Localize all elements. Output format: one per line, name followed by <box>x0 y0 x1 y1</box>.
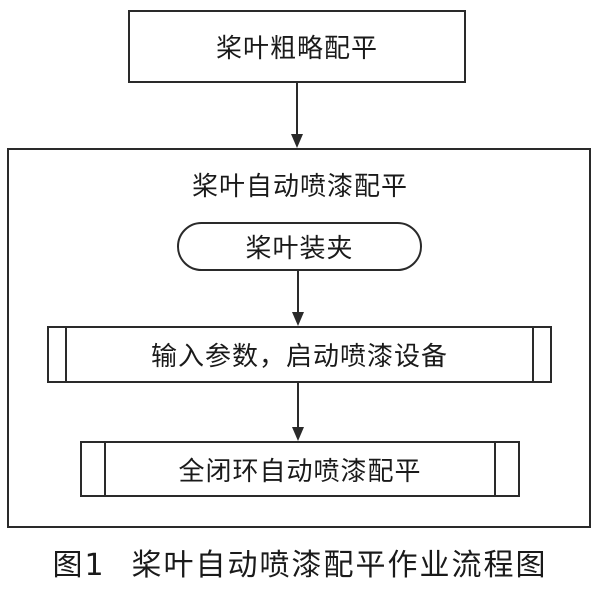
process-side-line-right <box>532 328 534 381</box>
step-rough-balancing: 桨叶粗略配平 <box>128 10 466 83</box>
step-input-parameters-label: 输入参数，启动喷漆设备 <box>150 342 448 372</box>
step-closed-loop-balancing: 全闭环自动喷漆配平 <box>80 441 520 497</box>
figure-title: 桨叶自动喷漆配平作业流程图 <box>131 548 548 583</box>
arrow-params-to-closedloop <box>297 383 299 428</box>
step-blade-clamping-label: 桨叶装夹 <box>245 234 354 264</box>
arrow-params-to-closedloop-head <box>292 427 304 441</box>
auto-balancing-title: 桨叶自动喷漆配平 <box>191 171 408 202</box>
arrow-clamp-to-params <box>297 271 299 313</box>
process-side-line-left <box>104 443 106 495</box>
figure-caption: 图1 桨叶自动喷漆配平作业流程图 <box>0 540 600 584</box>
process-side-line-left <box>65 328 67 381</box>
step-closed-loop-balancing-label: 全闭环自动喷漆配平 <box>178 456 422 487</box>
process-side-line-right <box>494 443 496 495</box>
arrow-rough-to-auto <box>296 83 298 135</box>
arrow-clamp-to-params-head <box>292 312 304 326</box>
arrow-rough-to-auto-head <box>291 134 303 148</box>
step-rough-balancing-label: 桨叶粗略配平 <box>215 34 378 64</box>
figure-number: 图1 <box>52 548 106 583</box>
step-blade-clamping: 桨叶装夹 <box>177 222 422 271</box>
step-input-parameters: 输入参数，启动喷漆设备 <box>47 326 552 383</box>
